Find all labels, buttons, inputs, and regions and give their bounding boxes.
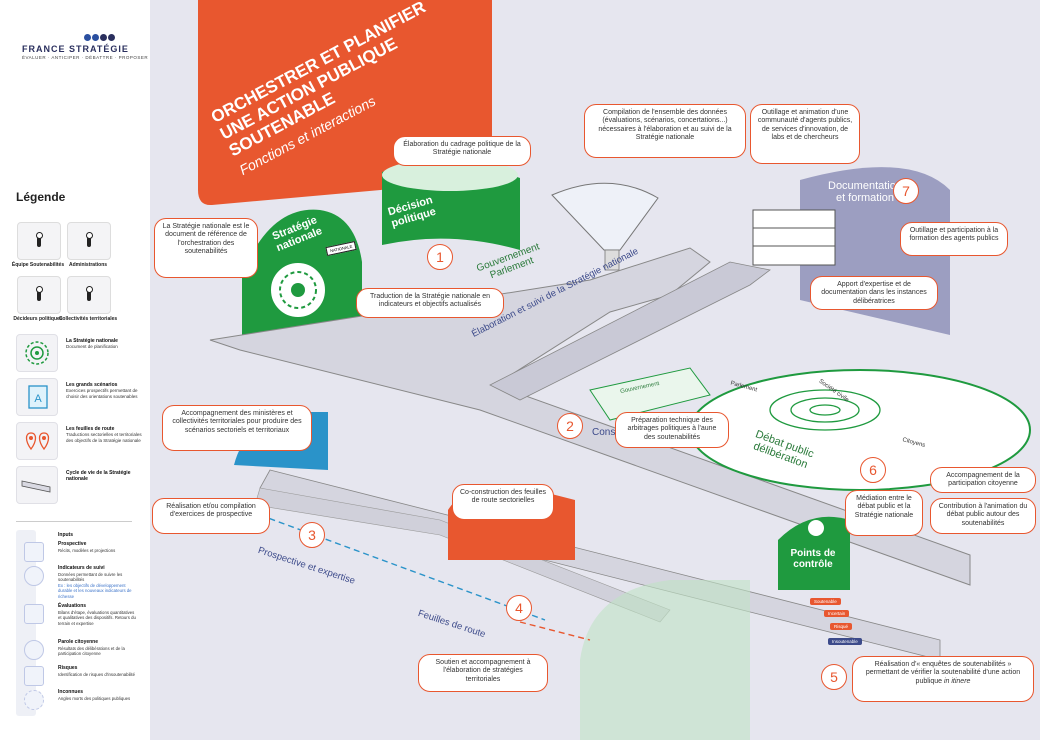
brand-logo-dots [84,28,116,46]
legend-item-title: Les feuilles de route [66,426,115,432]
question-mark-icon [24,690,44,710]
callout-compilation: Compilation de l'ensemble des données (é… [584,104,746,158]
step-number-7: 7 [893,178,919,204]
warning-icon [24,666,44,686]
input-desc: Résultats des délibérations et de la par… [58,645,125,657]
input-title: Évaluations [58,603,87,609]
points-controle-label: Points de contrôle [790,548,836,570]
callout-enquetes-italic: in itinere [943,677,971,685]
speech-bubble-icon [24,640,44,660]
actor-equipe-icon [17,222,61,260]
input-desc: Angles morts des politiques publiques [58,695,131,701]
callout-preparation: Préparation technique des arbitrages pol… [615,412,729,448]
elaboration-belt [489,261,771,401]
main-illustration: ORCHESTRER ET PLANIFIER UNE ACTION PUBLI… [150,0,1040,740]
badge-incertain: Incertain [824,610,850,617]
conseil-label: Conseil [592,427,626,438]
map-pin-icon [16,422,58,460]
callout-outillage: Outillage et animation d'une communauté … [750,104,860,164]
conveyor-icon [16,466,58,504]
callout-enquetes-text: Réalisation d'« enquêtes de soutenabilit… [865,661,1021,685]
step-number-3: 3 [299,522,325,548]
step-number-5: 5 [821,664,847,690]
actor-administrations-icon [67,222,111,260]
callout-participation: Accompagnement de la participation citoy… [930,467,1036,493]
evaluation-icon [24,604,44,624]
indicator-gauge-icon [24,566,44,586]
badge-soutenable: Soutenable [810,598,841,605]
legend-item-desc: Document de planification [66,344,118,349]
step-number-6: 6 [860,457,886,483]
prospective-icon [24,542,44,562]
main-conveyor [209,247,971,586]
actor-decideurs-label: Décideurs politiques [13,316,63,322]
input-title: Parole citoyenne [58,639,99,645]
documentation-label: Documentation et formation [828,180,902,204]
input-desc: Identification de risques d'insoutenabil… [58,671,136,677]
callout-soutien: Soutien et accompagnement à l'élaboratio… [418,654,548,692]
input-title: Prospective [58,541,87,547]
feuilles-territoire-zone [580,580,750,740]
input-note: Ex : les objectifs de développement dura… [58,582,132,599]
inputs-title: Inputs [58,532,73,538]
legend-panel: FRANCE STRATÉGIE ÉVALUER · ANTICIPER · D… [0,0,150,740]
actor-collectivites-label: Collectivités territoriales [58,316,118,322]
input-desc: Récits, modèles et projections [58,547,116,553]
scenario-book-icon: A [16,378,58,416]
bookshelf [752,209,836,266]
brand-tagline: ÉVALUER · ANTICIPER · DÉBATTRE · PROPOSE… [22,55,149,60]
step-number-1: 1 [427,244,453,270]
actor-collectivites-icon [67,276,111,314]
callout-cadrage: Élaboration du cadrage politique de la S… [393,136,531,166]
actor-decideurs-icon [17,276,61,314]
legend-item-desc: Exercices prospectifs permettant de choi… [66,388,138,399]
callout-formation: Outillage et participation à la formatio… [900,222,1008,256]
gouvernement-platform [589,367,711,421]
brand-name: FRANCE STRATÉGIE [22,44,129,54]
decision-top [382,159,518,191]
legend-item-title: Les grands scénarios [66,382,118,388]
callout-coconstruction: Co-construction des feuilles de route se… [452,484,554,520]
callout-mediation: Médiation entre le débat public et la St… [845,490,923,536]
callout-reference: La Stratégie nationale est le document d… [154,218,258,278]
actor-equipe-label: Équipe Soutenabilités [11,262,65,268]
input-title: Risques [58,665,78,671]
legend-divider [16,521,132,522]
legend-item-title: La Stratégie nationale [66,338,118,344]
input-title: Inconnues [58,689,84,695]
svg-text:A: A [34,393,42,405]
callout-realisation: Réalisation et/ou compilation d'exercice… [152,498,270,534]
step-number-2: 2 [557,413,583,439]
callout-apport: Apport d'expertise et de documentation d… [810,276,938,310]
legend-title: Légende [16,190,66,204]
input-desc: Bilans d'étape, évaluations quantitative… [58,609,136,626]
legend-item-desc: Traductions sectorielles et territoriale… [66,432,142,443]
input-title: Indicateurs de suivi [58,565,105,571]
actor-administrations-label: Administrations [68,262,108,268]
legend-item-title: Cycle de vie de la Stratégie nationale [66,470,131,482]
badge-risque: Risqué [830,623,853,630]
callout-contribution: Contribution à l'animation du débat publ… [930,498,1036,534]
data-funnel-shape [551,182,659,251]
legend-item-cycle: Cycle de vie de la Stratégie nationale [16,466,136,506]
callout-accompagnement: Accompagnement des ministères et collect… [162,405,312,451]
badge-insoutenable: Insoutenable [828,638,862,645]
target-icon [16,334,58,372]
input-desc: Données permettant de suivre les soutena… [58,571,123,583]
callout-enquetes: Réalisation d'« enquêtes de soutenabilit… [852,656,1034,702]
callout-traduction: Traduction de la Stratégie nationale en … [356,288,504,318]
step-number-4: 4 [506,595,532,621]
points-controle-shape [778,516,850,590]
